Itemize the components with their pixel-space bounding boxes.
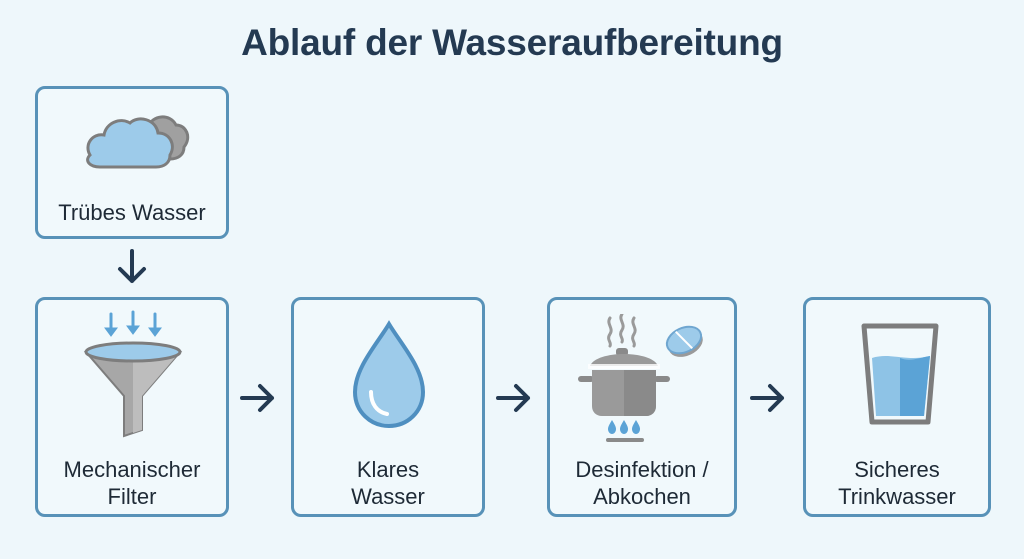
step-label: Abkochen	[593, 484, 691, 509]
step-label: Desinfektion /	[575, 457, 709, 482]
step-clear-water: Klares Wasser	[291, 297, 485, 517]
step-label: Klares	[356, 457, 420, 482]
arrow-down-icon	[118, 249, 146, 283]
step-label: Trinkwasser	[838, 484, 956, 509]
step-turbid-water: Trübes Wasser	[35, 86, 229, 239]
step-disinfection-boiling: Desinfektion / Abkochen	[547, 297, 737, 517]
step-label: Filter	[107, 484, 157, 509]
step-label: Sicheres	[854, 457, 940, 482]
water-glass-icon	[861, 323, 939, 425]
diagram-title: Ablauf der Wasseraufbereitung	[241, 22, 783, 63]
arrow-right-icon	[750, 384, 784, 412]
cloud-icon	[86, 115, 190, 169]
water-drop-icon	[352, 320, 426, 429]
arrow-right-icon	[240, 384, 274, 412]
arrow-right-icon	[496, 384, 530, 412]
step-label: Wasser	[351, 484, 425, 509]
step-label: Mechanischer	[63, 457, 201, 482]
step-safe-drinking-water: Sicheres Trinkwasser	[803, 297, 991, 517]
boiling-pot-icon	[578, 314, 703, 442]
step-mechanical-filter: Mechanischer Filter	[35, 297, 229, 517]
step-label: Trübes Wasser	[58, 200, 206, 225]
funnel-icon	[83, 310, 183, 438]
